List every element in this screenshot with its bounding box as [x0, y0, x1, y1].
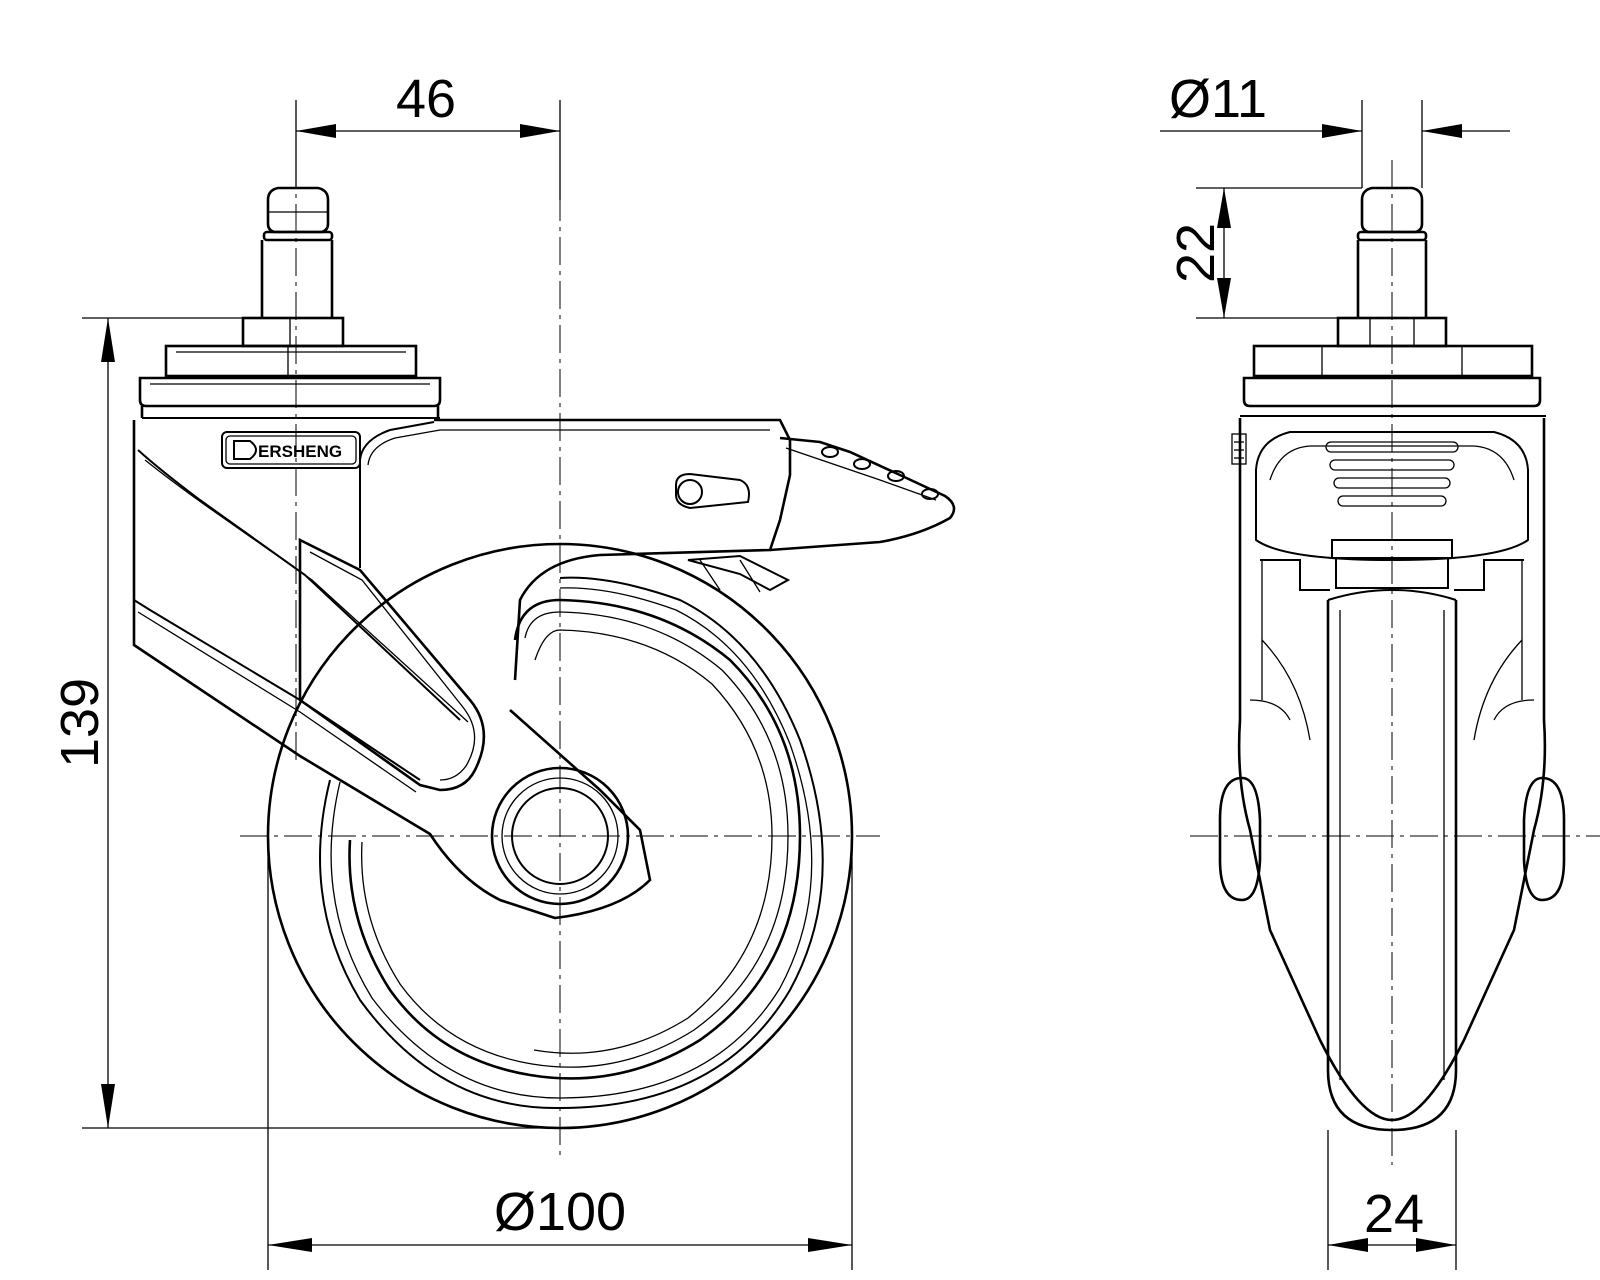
brand-badge: ERSHENG	[221, 431, 361, 469]
dimension-stem-length: 22	[1166, 188, 1231, 318]
side-view: ERSHENG	[50, 69, 956, 1270]
side-lock-left	[1218, 776, 1262, 902]
offset-dimension-label: 46	[396, 69, 456, 129]
dimension-stem-diameter: Ø11	[1160, 69, 1510, 138]
brand-name: ERSHENG	[258, 442, 342, 461]
front-fork-housing	[1231, 418, 1547, 1122]
wheel-front	[1326, 589, 1458, 1132]
dimension-wheel-width: 24	[1328, 1184, 1456, 1252]
front-view: Ø11 22 24	[1160, 69, 1600, 1270]
brand-logo-icon	[233, 440, 257, 460]
front-stem	[1356, 186, 1428, 318]
brake-lever	[675, 436, 956, 593]
side-lock-right	[1522, 776, 1566, 902]
front-top-plate	[1240, 316, 1546, 417]
total-height-dimension-label: 139	[50, 678, 110, 768]
wheel-width-dimension-label: 24	[1364, 1184, 1424, 1244]
dimension-offset: 46	[296, 69, 560, 138]
dimension-wheel-diameter: Ø100	[268, 1182, 852, 1252]
top-plate	[138, 316, 442, 419]
wheel-diameter-dimension-label: Ø100	[494, 1182, 626, 1242]
fork-housing	[132, 418, 792, 920]
stem-diameter-dimension-label: Ø11	[1169, 69, 1267, 129]
stem	[260, 186, 334, 318]
dimension-total-height: 139	[50, 318, 115, 1128]
stem-length-dimension-label: 22	[1166, 223, 1226, 283]
